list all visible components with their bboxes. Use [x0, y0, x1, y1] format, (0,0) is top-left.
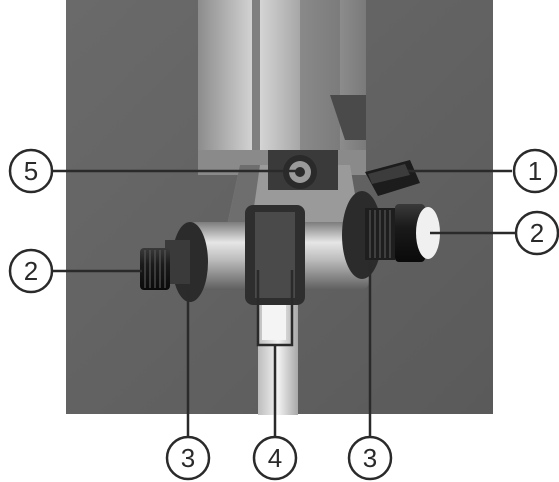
callout-1: 1	[512, 148, 558, 194]
callout-3-right: 3	[347, 435, 393, 481]
left-adjustment-assembly	[140, 222, 208, 302]
callout-5-label: 5	[24, 156, 38, 186]
callout-4-label: 4	[268, 443, 282, 473]
callout-1-label: 1	[528, 156, 542, 186]
callout-2-right: 2	[514, 210, 559, 256]
callout-3-left-label: 3	[181, 443, 195, 473]
right-adjustment-assembly	[342, 191, 440, 279]
callout-leaders	[52, 169, 516, 440]
set-screw	[283, 155, 317, 189]
callout-2-left-label: 2	[24, 256, 38, 286]
callout-3-left: 3	[165, 435, 211, 481]
callout-2-right-label: 2	[530, 218, 544, 248]
callout-5: 5	[8, 148, 54, 194]
callout-2-left: 2	[8, 248, 54, 294]
callout-4: 4	[252, 435, 298, 481]
guide-shaft	[185, 205, 370, 305]
locking-lever	[365, 160, 420, 196]
upper-guide-post	[198, 0, 366, 175]
callout-3-right-label: 3	[363, 443, 377, 473]
